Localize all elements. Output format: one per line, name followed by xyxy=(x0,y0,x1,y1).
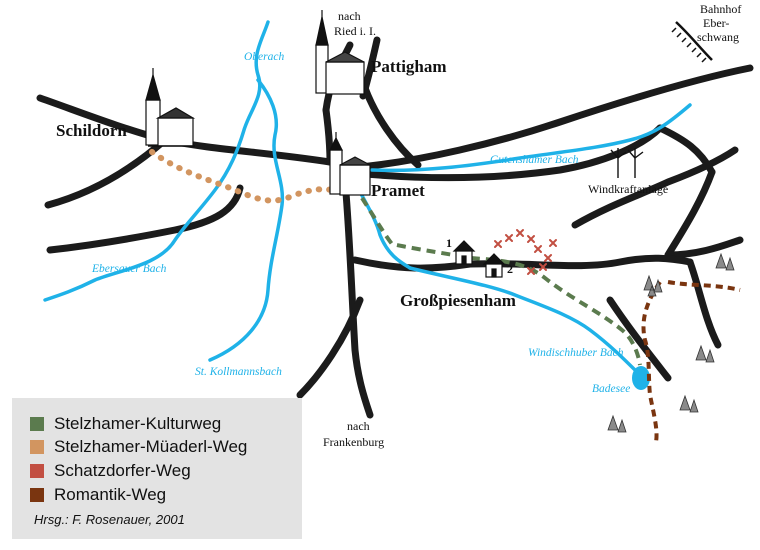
road-schildorn-southwest xyxy=(44,136,169,209)
windkraft-label: Windkraftanlage xyxy=(588,182,668,196)
road-se-lower xyxy=(606,296,672,382)
road-east-main xyxy=(346,64,754,172)
road-east-south xyxy=(664,168,716,259)
road-windkraft xyxy=(571,146,739,229)
road-east-far xyxy=(664,236,744,259)
destination-label-ried-1: nach xyxy=(338,9,361,23)
stream-label-gutenshamer: Gutenshamer Bach xyxy=(490,154,579,166)
place-label-grosspiesenham: Großpiesenham xyxy=(400,291,516,310)
stream-label-windischhuber: Windischhuber Bach xyxy=(528,347,624,359)
legend-swatch-schatzdorfer xyxy=(30,464,44,478)
schildorn-church-icon xyxy=(145,68,196,147)
pramet-church-icon xyxy=(329,132,371,196)
stream-kollmanns xyxy=(208,78,285,362)
road-east-southern xyxy=(686,258,722,349)
road-grosspiesenham-east xyxy=(466,254,694,270)
legend-item-mueaderl: Stelzhamer-Müaderl-Weg xyxy=(30,436,247,458)
house-2-icon xyxy=(482,253,506,278)
railway-icon xyxy=(671,21,713,63)
stream-label-badesee: Badesee xyxy=(592,383,630,395)
bahnhof-label-3: schwang xyxy=(697,30,739,44)
stream-label-oberach: Oberach xyxy=(244,51,284,63)
legend-swatch-romantik xyxy=(30,488,44,502)
stream-network xyxy=(43,20,692,377)
bahnhof-label-1: Bahnhof xyxy=(700,2,741,16)
legend-item-kulturweg: Stelzhamer-Kulturweg xyxy=(30,413,221,435)
badesee-lake xyxy=(632,366,650,390)
legend-item-romantik: Romantik-Weg xyxy=(30,484,166,506)
legend-credit: Hrsg.: F. Rosenauer, 2001 xyxy=(34,512,185,527)
place-label-pattigham: Pattigham xyxy=(371,57,447,76)
trail-schatzdorfer-weg xyxy=(494,229,557,275)
road-pattigham-southeast xyxy=(361,84,422,169)
legend-label-kulturweg: Stelzhamer-Kulturweg xyxy=(54,414,222,433)
trail-romantik-weg xyxy=(641,280,662,443)
trail-romantik-branch xyxy=(667,280,741,292)
stream-label-ebersauer: Ebersauer Bach xyxy=(91,263,167,275)
stream-windischhuber xyxy=(408,266,642,377)
destination-label-frankenburg-1: nach xyxy=(347,419,370,433)
place-label-schildorn: Schildorn xyxy=(56,121,127,140)
legend-item-schatzdorfer: Schatzdorfer-Weg xyxy=(30,460,191,482)
marker-1: 1 xyxy=(446,236,452,250)
bahnhof-label-2: Eber- xyxy=(703,16,729,30)
legend-swatch-mueaderl xyxy=(30,440,44,454)
pattigham-church-icon xyxy=(315,10,365,95)
place-label-pramet: Pramet xyxy=(371,181,425,200)
legend-panel: Stelzhamer-Kulturweg Stelzhamer-Müaderl-… xyxy=(12,398,302,539)
road-frankenburg-branch xyxy=(296,296,364,399)
stream-label-kollmanns: St. Kollmannsbach xyxy=(195,366,282,378)
trail-mueaderl-weg xyxy=(149,149,335,204)
marker-2: 2 xyxy=(507,262,513,276)
stream-oberach xyxy=(43,20,270,302)
legend-label-schatzdorfer: Schatzdorfer-Weg xyxy=(54,461,191,480)
legend-label-romantik: Romantik-Weg xyxy=(54,485,167,504)
road-pramet-frankenburg xyxy=(341,176,374,419)
road-west-lower xyxy=(46,184,244,254)
house-1-icon xyxy=(452,240,476,265)
road-pramet-east-lower xyxy=(341,124,664,182)
road-pramet-north xyxy=(322,106,334,166)
legend-swatch-kulturweg xyxy=(30,417,44,431)
wind-turbine-icon xyxy=(610,148,644,178)
destination-label-ried-2: Ried i. I. xyxy=(334,24,376,38)
legend-label-mueaderl: Stelzhamer-Müaderl-Weg xyxy=(54,437,248,456)
trail-kulturweg xyxy=(360,196,642,366)
stream-gutenshamer xyxy=(370,103,692,173)
forest-icon xyxy=(607,252,735,433)
destination-label-frankenburg-2: Frankenburg xyxy=(323,435,384,449)
